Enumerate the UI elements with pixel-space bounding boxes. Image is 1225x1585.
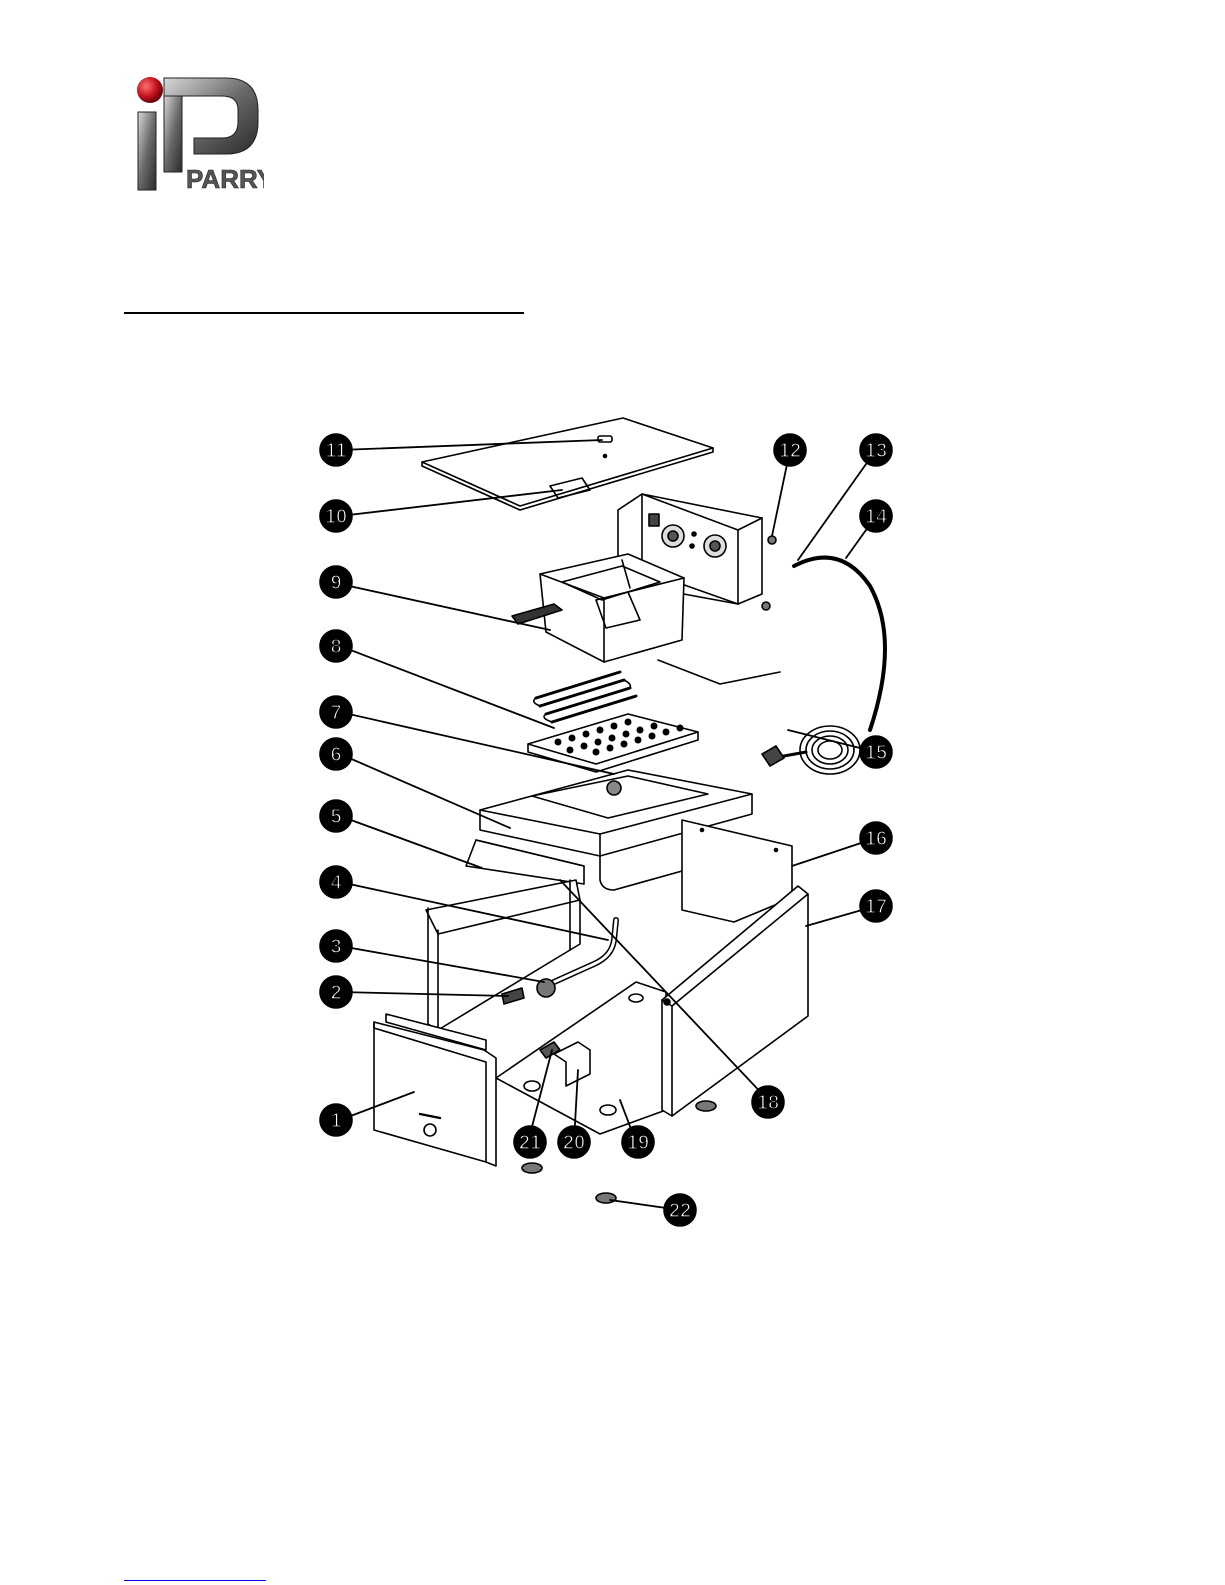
- brand-wordmark: PARRY: [186, 164, 264, 194]
- lid-drawing: [422, 418, 713, 510]
- callout-6: 6: [320, 738, 352, 770]
- svg-text:12: 12: [779, 440, 801, 462]
- svg-text:6: 6: [330, 744, 341, 766]
- svg-text:5: 5: [330, 806, 341, 828]
- callout-2: 2: [320, 976, 352, 1008]
- svg-text:17: 17: [865, 896, 887, 918]
- callout-3: 3: [320, 930, 352, 962]
- callout-22: 22: [664, 1194, 696, 1226]
- svg-text:16: 16: [865, 828, 887, 850]
- svg-text:15: 15: [865, 742, 887, 764]
- svg-text:14: 14: [865, 506, 888, 528]
- svg-text:2: 2: [330, 982, 341, 1004]
- callout-16: 16: [860, 822, 892, 854]
- callout-5: 5: [320, 800, 352, 832]
- svg-text:19: 19: [627, 1132, 649, 1154]
- callout-13: 13: [860, 434, 892, 466]
- drain-pipe: [502, 920, 616, 1004]
- svg-text:22: 22: [669, 1200, 691, 1222]
- svg-text:13: 13: [865, 440, 887, 462]
- callout-14: 14: [860, 500, 892, 532]
- svg-text:9: 9: [330, 572, 341, 594]
- left-side-frame: [426, 880, 580, 1030]
- svg-text:11: 11: [325, 440, 346, 462]
- svg-text:1: 1: [330, 1110, 341, 1132]
- callout-4: 4: [320, 866, 352, 898]
- svg-text:7: 7: [330, 702, 341, 724]
- svg-text:4: 4: [330, 872, 342, 894]
- svg-text:8: 8: [330, 636, 341, 658]
- callout-20: 20: [558, 1126, 590, 1158]
- svg-text:20: 20: [563, 1132, 585, 1154]
- heating-element: [534, 660, 780, 722]
- footer-link-underline: [124, 1580, 266, 1581]
- mounting-bracket: [466, 840, 584, 884]
- callout-15: 15: [860, 736, 892, 768]
- svg-text:18: 18: [757, 1092, 779, 1114]
- section-rule: [124, 312, 524, 314]
- svg-text:3: 3: [330, 936, 341, 958]
- callout-17: 17: [860, 890, 892, 922]
- callout-11: 11: [320, 434, 352, 466]
- callout-8: 8: [320, 630, 352, 662]
- callout-10: 10: [320, 500, 352, 532]
- callout-1: 1: [320, 1104, 352, 1136]
- callout-21: 21: [514, 1126, 546, 1158]
- base-plate: [496, 982, 666, 1134]
- svg-text:10: 10: [325, 506, 347, 528]
- exploded-parts-diagram: 11 10 9 8 7 6 5 4 3 2 1 21 20 19 18 12 1…: [300, 410, 910, 1230]
- callout-12: 12: [774, 434, 806, 466]
- front-panel: [374, 1014, 496, 1166]
- svg-text:21: 21: [519, 1132, 541, 1154]
- basket-drawing: [512, 554, 684, 662]
- callout-18: 18: [752, 1086, 784, 1118]
- callout-9: 9: [320, 566, 352, 598]
- callout-7: 7: [320, 696, 352, 728]
- parry-logo: PARRY: [134, 74, 264, 194]
- callout-19: 19: [622, 1126, 654, 1158]
